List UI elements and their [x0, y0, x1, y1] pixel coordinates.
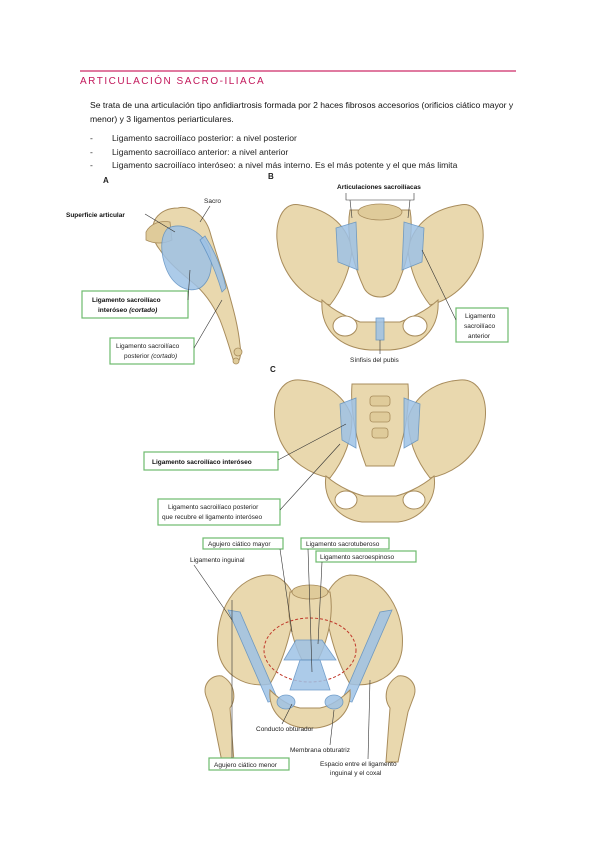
sacral-crest-2	[369, 411, 391, 423]
box-interoseo-a	[81, 290, 189, 319]
sacrotuberous-ligament-d	[289, 659, 331, 691]
posterior-ligament-c	[403, 397, 421, 449]
ligament-list: Ligamento sacroilíaco posterior: a nivel…	[90, 132, 530, 173]
label-agujero-mayor: Agujero ciático mayor	[208, 541, 271, 548]
panel-a: A Superficie articular Sacro Ligamento s…	[66, 176, 243, 365]
box-interoseo-c	[143, 451, 279, 471]
l5-vertebra-b	[357, 203, 403, 221]
obturator-membrane-left	[324, 694, 344, 710]
label-superficie-articular: Superficie articular	[66, 212, 125, 219]
panel-b-label: B	[268, 172, 274, 181]
label-articulaciones: Articulaciones sacroilíacas	[337, 184, 421, 191]
panel-c-label: C	[270, 365, 276, 374]
label-espacio-1: Espacio entre el ligamento	[320, 761, 397, 768]
box-agujero-mayor	[202, 537, 284, 550]
label-posterior-c-2: que recubre el ligamento interóseo	[162, 514, 262, 521]
sacrum-b	[348, 209, 412, 298]
panel-a-label: A	[103, 176, 109, 185]
box-posterior-c	[157, 498, 281, 526]
right-ilium-c	[273, 379, 353, 479]
sacral-crest-1	[369, 395, 391, 407]
box-sacroespinoso	[315, 550, 417, 563]
obturator-membrane-right	[276, 694, 296, 710]
coccyx-2	[232, 357, 240, 365]
box-sacrotuberoso	[300, 537, 390, 550]
ischium-c	[324, 475, 436, 523]
list-item: Ligamento sacroilíaco anterior: a nivel …	[90, 146, 530, 160]
label-interoseo-a-1: Ligamento sacroilíaco	[92, 297, 161, 304]
label-sacrotuberoso: Ligamento sacrotuberoso	[306, 541, 380, 548]
coccyx-1	[233, 347, 243, 357]
anterior-ligament-right	[335, 221, 359, 271]
panel-c: C Ligamento sacroilíaco interóseo Ligame…	[143, 365, 487, 526]
obturator-foramen-right-b	[332, 315, 358, 337]
sacrospinous-ligament-d	[283, 639, 337, 661]
label-sinfisis: Sínfisis del pubis	[350, 357, 400, 364]
posterior-ligament-strip	[199, 235, 227, 293]
l5-vertebra-d	[291, 584, 329, 600]
list-item: Ligamento sacroilíaco posterior: a nivel…	[90, 132, 530, 146]
intro-paragraph: Se trata de una articulación tipo anfidi…	[90, 100, 514, 124]
label-anterior-b-2: sacroilíaco	[464, 323, 495, 330]
label-agujero-menor: Agujero ciático menor	[214, 762, 278, 769]
label-posterior-c-1: Ligamento sacroilíaco posterior	[168, 504, 259, 511]
obturator-foramen-left-c	[402, 490, 426, 510]
interosseous-ligament-c	[339, 397, 357, 449]
label-anterior-b-1: Ligamento	[465, 313, 496, 320]
label-interoseo-a-2: interóseo (cortado)	[98, 307, 157, 314]
label-membrana-obturatriz: Membrana obturatriz	[290, 747, 350, 754]
left-ilium-c	[407, 379, 487, 479]
label-conducto-obturador: Conducto obturador	[256, 726, 314, 733]
label-espacio-2: inguinal y el coxal	[330, 770, 382, 777]
left-femur	[385, 675, 416, 763]
label-anterior-b-3: anterior	[468, 333, 491, 340]
label-interoseo-c: Ligamento sacroilíaco interóseo	[152, 459, 252, 466]
right-femur	[204, 675, 235, 763]
obturator-foramen-left-b	[402, 315, 428, 337]
label-inguinal: Ligamento inguinal	[190, 557, 245, 564]
box-anterior-b	[455, 307, 509, 343]
label-posterior-a-2: posterior (cortado)	[124, 353, 177, 360]
anterior-ligament-left	[401, 221, 425, 271]
label-sacro: Sacro	[204, 198, 221, 205]
panel-b: B Articulaciones sacroilíacas Sínfisis d…	[268, 172, 509, 364]
pubic-symphysis-b	[375, 317, 385, 341]
box-posterior-a	[109, 337, 195, 365]
obturator-foramen-right-c	[334, 490, 358, 510]
label-posterior-a-1: Ligamento sacroilíaco	[116, 343, 180, 350]
box-agujero-menor	[208, 757, 290, 771]
auricular-surface	[161, 225, 212, 291]
label-sacroespinoso: Ligamento sacroespinoso	[320, 554, 394, 561]
sacral-crest-3	[371, 427, 389, 439]
panel-d: Agujero ciático mayor Ligamento sacrotub…	[190, 537, 417, 777]
section-title: ARTICULACIÓN SACRO-ILIACA	[80, 70, 516, 87]
list-item: Ligamento sacroilíaco interóseo: a nivel…	[90, 159, 530, 173]
